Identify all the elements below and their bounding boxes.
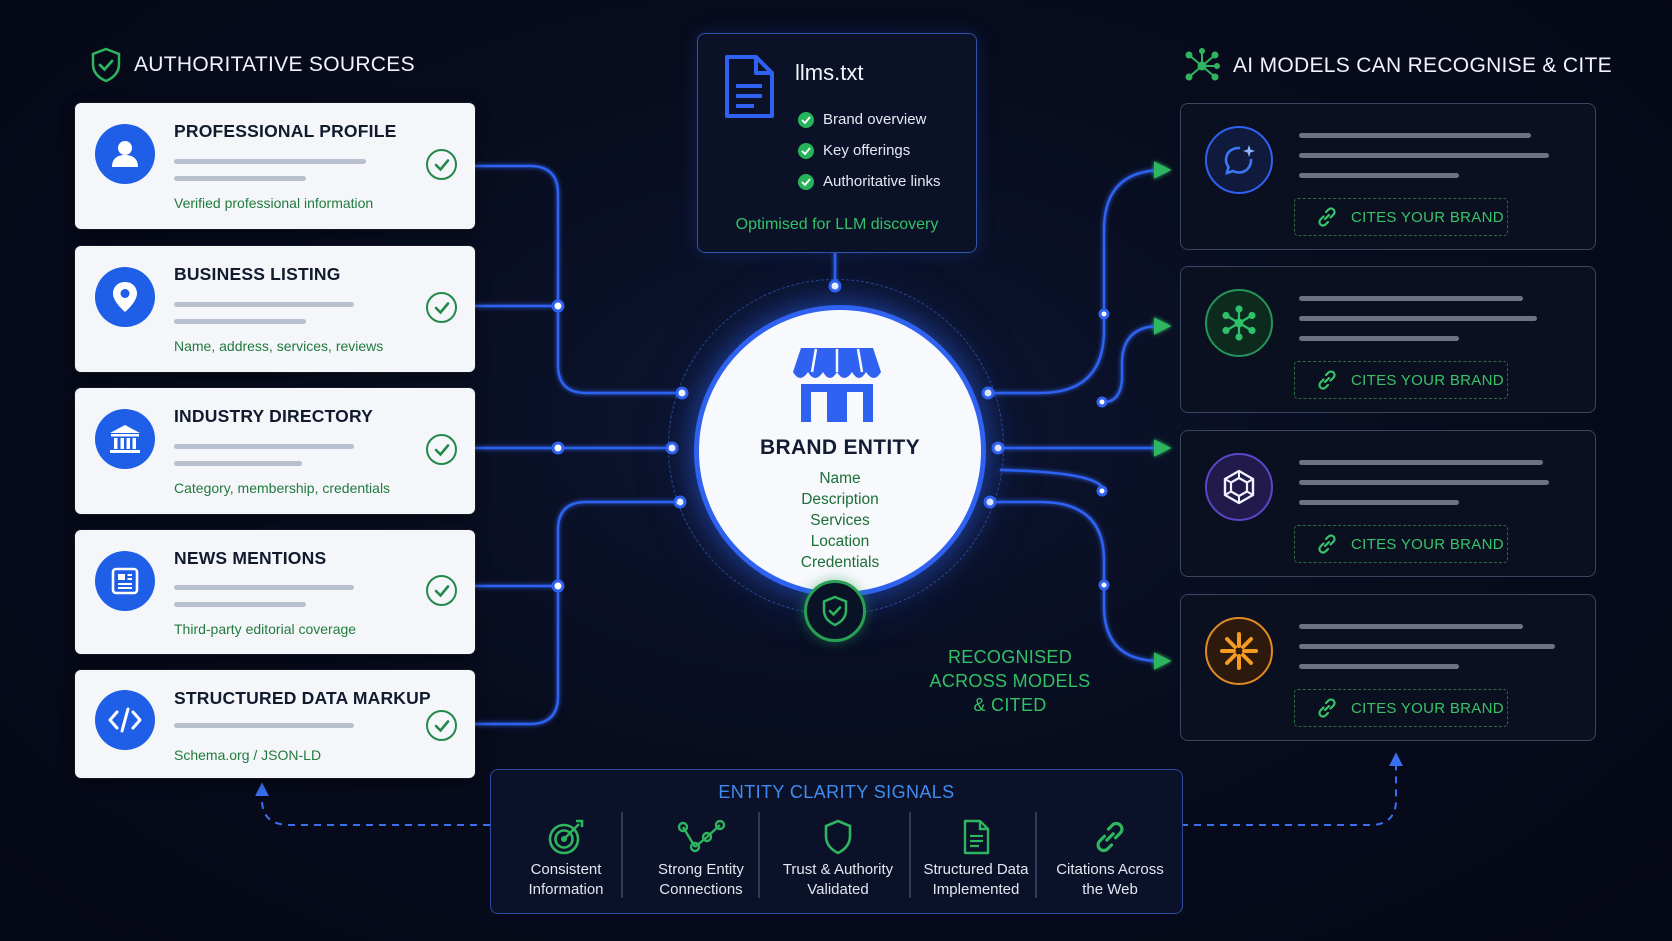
right-header-title: AI MODELS CAN RECOGNISE & CITE [1233,54,1612,77]
source-desc: Category, membership, credentials [174,480,391,496]
source-title: STRUCTURED DATA MARKUP [174,688,431,708]
llms-txt-panel: llms.txt Brand overview Key offerings Au… [697,33,977,253]
brand-entity-circle: BRAND ENTITY Name Description Services L… [694,305,986,597]
brand-attribute: Services [810,512,870,529]
cites-your-brand-badge: CITES YOUR BRAND [1294,198,1508,236]
llms-title: llms.txt [795,60,864,85]
check-icon [426,710,457,741]
source-desc: Third-party editorial coverage [174,621,357,637]
institution-icon [95,409,155,469]
location-pin-icon [95,267,155,327]
shield-check-icon [822,595,848,627]
cites-your-brand-badge: CITES YOUR BRAND [1294,525,1508,563]
connections-icon [677,819,726,853]
source-card-news-mentions[interactable]: NEWS MENTIONS Third-party editorial cove… [75,530,475,654]
source-title: INDUSTRY DIRECTORY [174,406,374,426]
signal-trust-authority: Trust & Authority Validated [763,816,913,900]
document-icon [725,55,774,118]
shield-badge [804,580,866,642]
ai-model-card[interactable]: CITES YOUR BRAND [1180,103,1596,250]
link-icon [1096,821,1124,853]
source-title: NEWS MENTIONS [174,548,327,568]
hexagon-knot-icon [1205,453,1273,521]
source-card-structured-data[interactable]: STRUCTURED DATA MARKUP Schema.org / JSON… [75,670,475,778]
signal-citations-across-web: Citations Across the Web [1040,816,1180,900]
user-icon [95,124,155,184]
check-icon [426,292,457,323]
check-icon [798,173,814,190]
source-card-professional-profile[interactable]: PROFESSIONAL PROFILE Verified profession… [75,103,475,229]
source-desc: Schema.org / JSON-LD [174,747,322,763]
recognised-label: RECOGNISED ACROSS MODELS & CITED [929,647,1091,715]
source-title: BUSINESS LISTING [174,264,341,284]
source-card-industry-directory[interactable]: INDUSTRY DIRECTORY Category, membership,… [75,388,475,514]
code-icon [95,690,155,750]
check-icon [426,575,457,606]
link-icon [1318,698,1336,718]
molecule-icon [1205,289,1273,357]
ai-model-card[interactable]: CITES YOUR BRAND [1180,266,1596,413]
left-header-title: AUTHORITATIVE SOURCES [134,53,415,76]
check-icon [426,434,457,465]
brand-attribute: Name [819,470,861,487]
newspaper-icon [95,551,155,611]
llms-footer: Optimised for LLM discovery [735,216,939,233]
ai-model-card[interactable]: CITES YOUR BRAND [1180,430,1596,577]
brand-attribute: Location [810,533,870,550]
shield-icon [824,819,852,855]
shield-check-icon [91,47,121,83]
source-desc: Name, address, services, reviews [174,338,384,354]
target-icon [548,819,584,855]
sparkle-chat-icon [1205,126,1273,194]
signals-title: ENTITY CLARITY SIGNALS [718,782,955,802]
storefront-icon [793,348,881,422]
check-icon [426,149,457,180]
signal-consistent-information: Consistent Information [501,816,631,900]
ai-model-card[interactable]: CITES YOUR BRAND [1180,594,1596,741]
authoritative-sources-header: AUTHORITATIVE SOURCES [90,47,415,83]
entity-clarity-signals-panel: ENTITY CLARITY SIGNALS Consistent Inform… [490,769,1183,914]
check-icon [798,111,814,128]
brand-title: BRAND ENTITY [760,436,920,459]
brand-attribute: Description [801,491,879,508]
llms-item: Authoritative links [798,173,941,190]
starburst-icon [1205,617,1273,685]
document-icon [963,819,990,855]
source-title: PROFESSIONAL PROFILE [174,121,397,141]
cites-your-brand-badge: CITES YOUR BRAND [1294,361,1508,399]
signal-structured-data: Structured Data Implemented [911,816,1041,900]
source-desc: Verified professional information [174,195,374,211]
brand-attribute: Credentials [800,554,880,571]
ai-models-header: AI MODELS CAN RECOGNISE & CITE [1183,47,1612,85]
link-icon [1318,207,1336,227]
signal-strong-entity-connections: Strong Entity Connections [626,816,776,900]
llms-item: Brand overview [798,111,926,128]
link-icon [1318,370,1336,390]
llms-item: Key offerings [798,142,910,159]
link-icon [1318,534,1336,554]
source-card-business-listing[interactable]: BUSINESS LISTING Name, address, services… [75,246,475,372]
network-nodes-icon [1185,48,1220,81]
cites-your-brand-badge: CITES YOUR BRAND [1294,689,1508,727]
check-icon [798,142,814,159]
